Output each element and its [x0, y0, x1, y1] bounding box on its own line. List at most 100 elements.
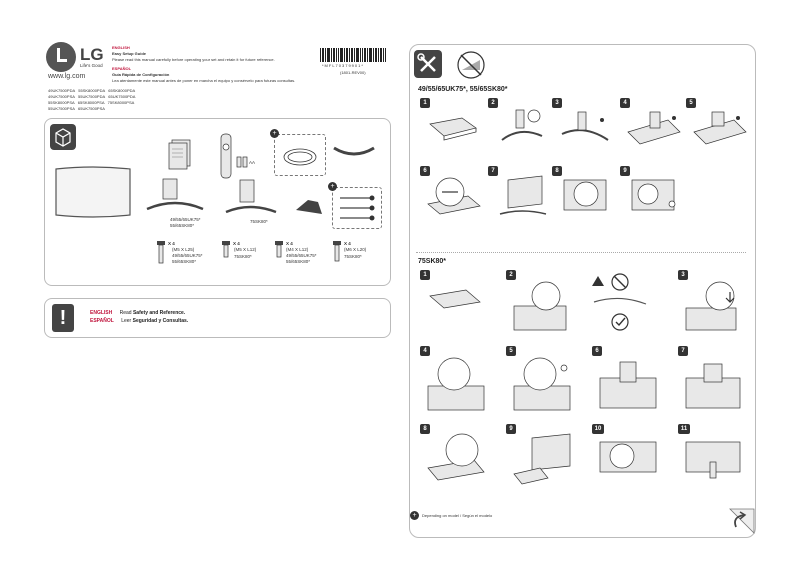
stand-a-icon — [146, 178, 204, 211]
section-a-step-4: 4 — [620, 98, 682, 150]
section-b-step-11: 11 — [678, 424, 744, 490]
screw-c-models: 49/55/65UK75* 55/65SK80* — [286, 253, 317, 264]
battery-icon — [236, 156, 248, 168]
stand-b-label: 75SK80* — [250, 219, 268, 224]
website: www.lg.com — [48, 73, 86, 80]
section-divider — [416, 252, 746, 253]
screw-c-count: X 4 — [286, 241, 293, 246]
step-art — [693, 111, 747, 145]
guide-english-title: Easy Setup Guide — [112, 51, 147, 56]
manual-icon — [168, 139, 191, 170]
screw-d-count: X 4 — [344, 241, 351, 246]
screw-a-models: 49/55/65UK75* 55/65SK80* — [172, 253, 203, 264]
section-a-step-3: 3 — [552, 98, 614, 150]
step-art — [627, 111, 681, 145]
section-b-title: 75SK80* — [418, 258, 447, 265]
section-b-step-6: 6 — [592, 346, 662, 412]
section-a-step-1: 1 — [420, 98, 482, 150]
av-adapter-icon — [340, 195, 375, 221]
section-a-title: 49/55/65UK75*, 55/65SK80* — [418, 86, 508, 93]
safety-spanish-label: ESPAÑOL — [90, 318, 114, 324]
section-a-step-7: 7 — [488, 166, 550, 218]
step-art — [427, 177, 481, 215]
section-a-step-2: 2 — [488, 98, 550, 150]
safety-english-line: ENGLISH Read Safety and Reference. — [90, 310, 185, 317]
section-b-step-3: 3 — [678, 270, 744, 332]
optional-plus-icon-2: + — [328, 182, 337, 191]
step-art — [561, 111, 609, 141]
barcode-revision: (1801-REV00) — [340, 70, 366, 75]
safety-english-prefix: Read — [119, 310, 133, 316]
screw-c-spec: (M4 X L12) — [286, 247, 309, 252]
step-art — [513, 357, 571, 411]
screw-d-icon — [333, 241, 341, 262]
brand-name: LG — [80, 45, 104, 64]
guide-spanish-label: ESPAÑOL — [112, 66, 132, 71]
screw-a-spec: (M5 X L25) — [172, 247, 195, 252]
step-number: 6 — [592, 346, 602, 356]
remote-control-icon — [220, 133, 232, 179]
screw-b-spec: (M5 X L12) — [234, 247, 257, 252]
safety-spanish-line: ESPAÑOL Leer Seguridad y Consultas. — [90, 318, 188, 325]
step-number: 7 — [488, 166, 498, 176]
step-number: 5 — [506, 346, 516, 356]
footnote-text: Depending on model / Según el modelo — [422, 513, 493, 518]
section-a-step-9: 9 — [620, 166, 682, 218]
box-icon — [50, 124, 76, 150]
assembly-page — [409, 44, 756, 538]
step-number: 3 — [552, 98, 562, 108]
safety-english-text: Safety and Reference. — [132, 310, 186, 316]
section-a-step-6: 6 — [420, 166, 482, 218]
section-b-step-1: 1 — [420, 270, 482, 322]
step-number: 10 — [592, 424, 604, 434]
section-b-step-8: 8 — [420, 424, 490, 490]
soft-surface-icon — [457, 51, 485, 79]
screw-c-icon — [275, 241, 283, 258]
model-line-1: 49UK7500PDA 55SK8000PDA 65SK8000PDA — [48, 88, 136, 93]
safety-panel — [44, 298, 391, 338]
step-number: 8 — [552, 166, 562, 176]
model-line-2: 49UK7500PSA 55UK7500PDA 65UK7500PDA — [48, 94, 136, 99]
step-art — [685, 363, 741, 409]
section-b-step-2: 2 — [506, 270, 576, 332]
section-a-step-5: 5 — [686, 98, 748, 150]
step-art — [427, 357, 485, 411]
barcode-code: *MFL70379901* — [322, 63, 364, 68]
stand-a-label: 49/55/65UK75* 55/65SK80* — [170, 217, 201, 228]
safety-english-label: ENGLISH — [90, 310, 113, 316]
optional-cable-group — [274, 134, 326, 176]
step-art — [513, 433, 571, 485]
step-number: 7 — [678, 346, 688, 356]
guide-english-label: ENGLISH — [112, 45, 130, 50]
step-art — [685, 281, 737, 331]
safety-spanish-text: Seguridad y Consultas. — [132, 318, 189, 324]
step-art — [513, 281, 567, 331]
step-number: 9 — [620, 166, 630, 176]
power-cable-icon — [283, 148, 317, 166]
guide-english-note: Please read this manual carefully before… — [112, 57, 275, 62]
step-number: 3 — [678, 270, 688, 280]
step-number: 6 — [420, 166, 430, 176]
section-a-step-8: 8 — [552, 166, 614, 218]
section-b-step-9: 9 — [506, 424, 576, 490]
step-number: 2 — [506, 270, 516, 280]
step-art — [631, 179, 676, 211]
section-b-step-10: 10 — [592, 424, 662, 490]
step-art — [563, 179, 607, 211]
optional-plus-icon: + — [270, 129, 279, 138]
step-number: 9 — [506, 424, 516, 434]
step-art — [429, 117, 477, 141]
model-line-4: 55UK7500PSA 65UK7500PSA — [48, 106, 105, 111]
stand-base-icon — [296, 200, 322, 214]
lg-logo-icon — [46, 42, 76, 72]
step-art — [599, 441, 657, 473]
step-number: 5 — [686, 98, 696, 108]
barcode — [320, 48, 386, 62]
tv-illustration — [55, 166, 131, 218]
step-art — [427, 433, 485, 481]
stand-b-icon — [225, 179, 277, 214]
step-number: 11 — [678, 424, 690, 434]
screw-d-models: 75SK80* — [344, 254, 362, 259]
step-number: 8 — [420, 424, 430, 434]
step-number: 4 — [620, 98, 630, 108]
